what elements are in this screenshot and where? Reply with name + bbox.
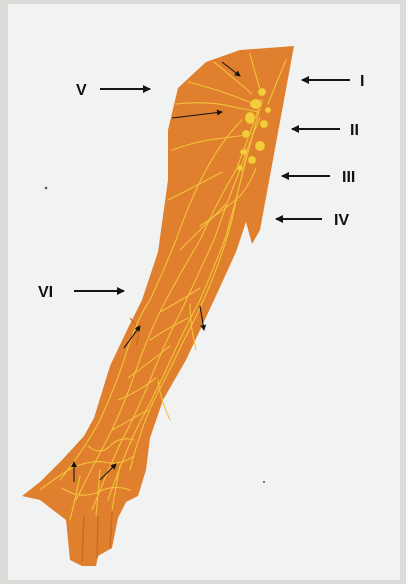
label-iii: III bbox=[342, 169, 355, 186]
label-ii: II bbox=[350, 122, 359, 139]
lymph-node-icon bbox=[260, 120, 268, 128]
lymph-node-icon bbox=[265, 107, 271, 113]
lymph-node-icon bbox=[250, 99, 262, 109]
lymph-node-icon bbox=[258, 88, 266, 96]
label-vi: VI bbox=[38, 284, 53, 301]
label-i: I bbox=[360, 73, 364, 90]
lymph-node-icon bbox=[237, 165, 243, 171]
lymph-node-icon bbox=[240, 149, 248, 155]
lymph-node-icon bbox=[242, 130, 250, 138]
label-v: V bbox=[76, 82, 87, 99]
lymph-node-icon bbox=[248, 156, 256, 164]
lymph-node-icon bbox=[245, 112, 255, 124]
label-iv: IV bbox=[334, 212, 349, 229]
lymph-node-icon bbox=[255, 141, 265, 151]
